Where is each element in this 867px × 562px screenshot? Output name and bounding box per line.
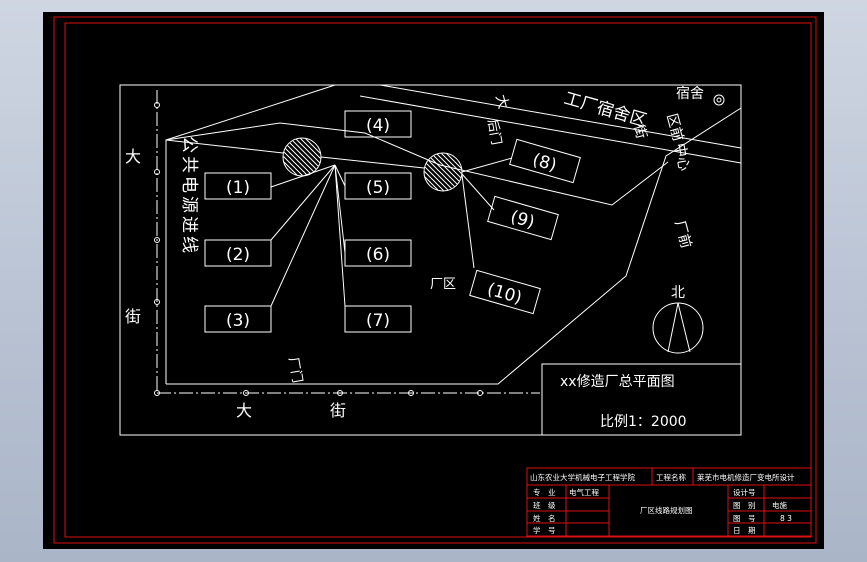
plan-caption-box: xx修造厂总平面图 比例1：2000 [541,363,742,436]
plant-area-label: 厂区 [430,277,456,292]
building-label-6: (6) [366,245,390,265]
building-label-2: (2) [226,245,250,265]
building-label-4: (4) [366,116,390,136]
building-3 [204,305,272,333]
road-left-2: 街 [125,307,141,326]
road-bottom-1: 大 [236,401,252,420]
north-arrow-icon [652,302,704,354]
tb-category-value: 电施 [772,500,787,510]
tb-name-label: 姓 名 [533,513,556,523]
building-9 [487,195,559,241]
tb-drawing-name: 厂区线路规划图 [640,505,693,515]
substation-hatch-1 [283,138,321,176]
building-label-7: (7) [366,311,390,331]
road-top-label: 大 [492,93,511,111]
tb-drawing-no-value: 8 3 [780,514,792,523]
building-label-1: (1) [226,178,250,198]
factory-front-label: 厂前 [671,219,695,250]
building-8 [509,138,581,184]
tb-id-label: 学 号 [533,525,556,535]
building-4 [344,110,412,138]
building-1 [204,172,272,200]
back-gate-label: 后门 [484,118,503,146]
street-line-2 [359,95,742,164]
site-outline [119,84,742,436]
plant-boundary-bottom [166,107,742,385]
outer-frame [53,16,817,544]
dorm-top-right-label: 宿舍 [676,85,704,102]
road-bottom-2: 街 [330,401,346,420]
building-label-3: (3) [226,311,250,331]
dorm-front-label: 区前 [663,112,687,143]
tb-school: 山东农业大学机械电子工程学院 [530,472,635,482]
building-10 [469,269,541,315]
substation-hatch-2 [424,153,462,191]
building-2 [204,239,272,267]
street-top-label: 街 [630,123,649,141]
tb-design-no-label: 设计号 [733,487,756,497]
tb-project-value: 莱芜市电机修造厂变电所设计 [697,472,795,482]
building-7 [344,305,412,333]
tb-class-label: 班 级 [533,500,556,510]
building-label-5: (5) [366,178,390,198]
inner-frame [64,22,812,538]
front-gate-label: 厂门 [285,356,304,384]
site-plan [119,84,742,436]
road-left-1: 大 [125,147,141,166]
tb-major-label: 专 业 [533,487,556,497]
internal-road [165,122,669,206]
title-block [526,467,812,537]
tb-major-value: 电气工程 [569,487,599,497]
plan-title: xx修造厂总平面图 [560,374,675,390]
center-label: 中心 [671,142,692,172]
dorm-marker-icon [713,94,725,106]
tb-drawing-no-label: 图 号 [733,514,756,523]
tb-date-label: 日 期 [733,526,756,535]
public-power-line-label: 公共电源进线 [179,136,199,256]
street-line-1 [379,84,742,149]
tb-project-label: 工程名称 [656,472,686,482]
feeder-lines [165,139,513,307]
buildings [204,110,581,333]
drawing-area [43,12,824,549]
plan-scale: 比例1：2000 [600,414,687,430]
tb-category-label: 图 别 [733,501,756,510]
north-label: 北 [671,285,685,301]
